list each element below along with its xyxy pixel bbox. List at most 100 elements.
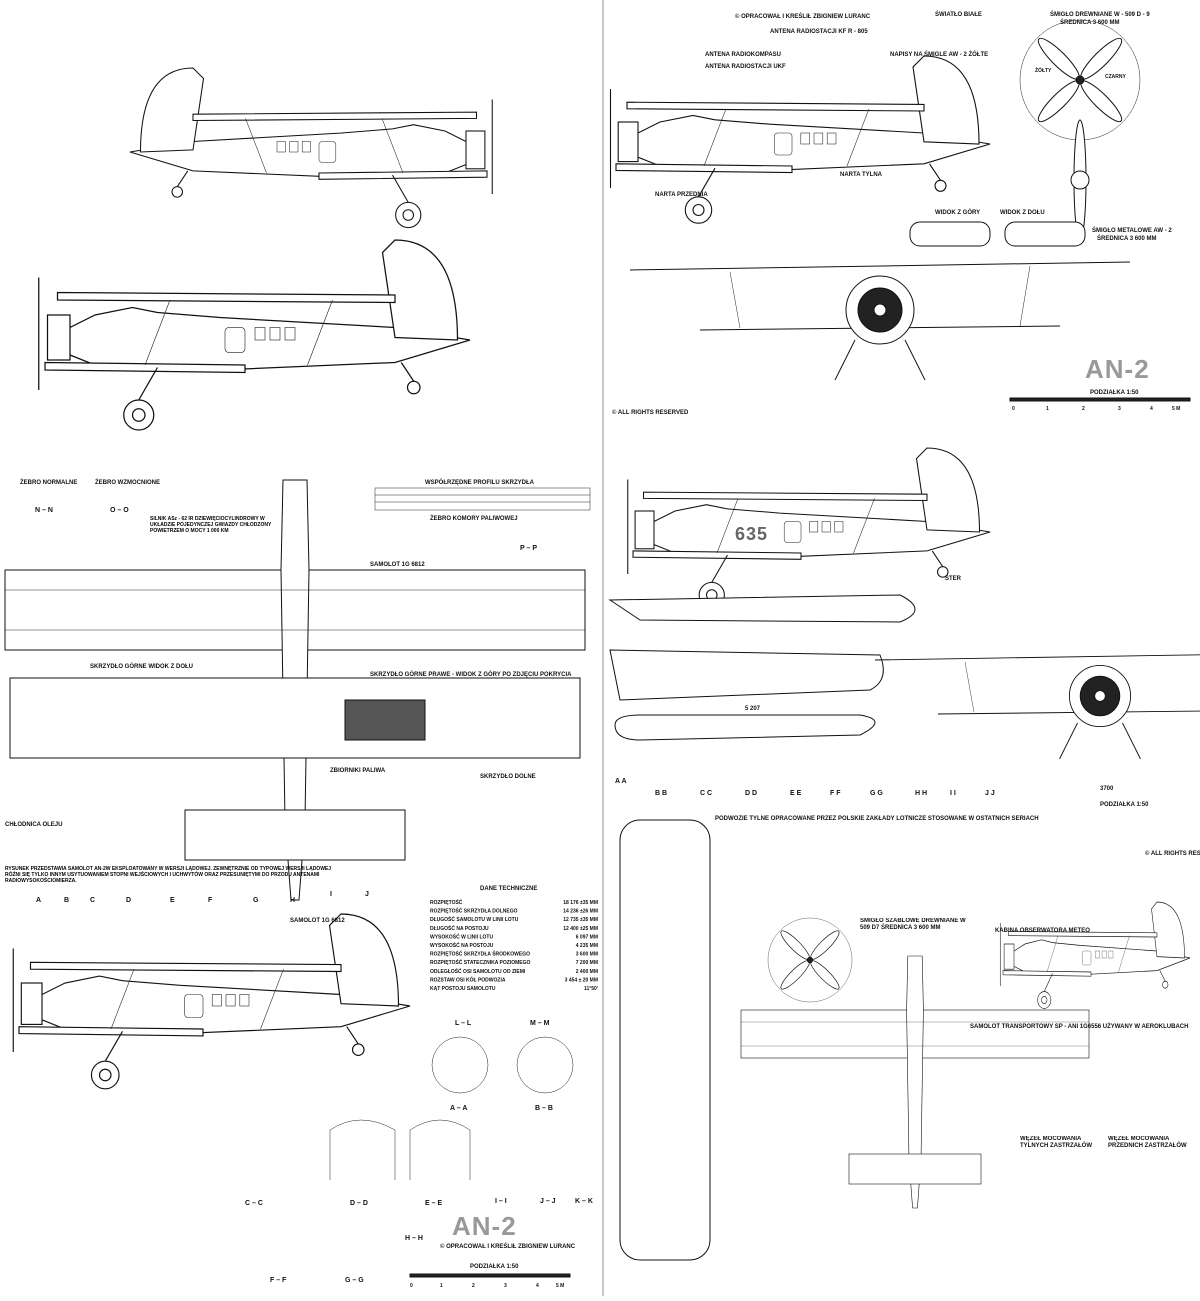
callout-aircraft-612-b: SAMOLOT 1G 6812 <box>290 918 345 924</box>
svg-text:F: F <box>208 897 213 904</box>
propeller-sabre <box>767 917 853 1003</box>
tech-data-table: DANE TECHNICZNE <box>480 886 537 892</box>
credit-bottom: © OPRACOWAŁ I KREŚLIŁ ZBIGNIEW LURANC <box>440 1243 576 1250</box>
svg-text:E: E <box>170 897 175 904</box>
svg-text:B: B <box>64 897 69 904</box>
svg-text:0: 0 <box>1012 406 1015 412</box>
tech-data-name: ROZPIĘTOŚĆ <box>430 898 463 906</box>
tech-data-name: DŁUGOŚĆ NA POSTOJU <box>430 924 489 932</box>
callout-upper-wing-view: SKRZYDŁO GÓRNE PRAWE - WIDOK Z GÓRY PO Z… <box>370 670 572 678</box>
callout-view-top: WIDOK Z GÓRY <box>935 208 980 216</box>
callout-ski-front: NARTA PRZEDNIA <box>655 192 708 198</box>
tech-data-value: 7 200 MM <box>576 960 598 966</box>
seaplane-code: 635 <box>735 524 768 544</box>
section-cc: C – C <box>245 1200 263 1207</box>
rights-mid-right: © ALL RIGHTS RESERVED <box>612 409 689 416</box>
wing-profile-heading: WSPÓŁRZĘDNE PROFILU SKRZYDŁA <box>425 478 535 486</box>
svg-text:G G: G G <box>870 790 883 797</box>
tech-data-rows: ROZPIĘTOŚĆ 18 176 ±35 MM ROZPIĘTOŚĆ SKRZYD… <box>430 898 598 992</box>
section-pp: P – P <box>520 545 537 552</box>
fuselage-bottom-view <box>619 819 711 1261</box>
callout-meteo: KABINA OBSERWATORA METEO <box>995 928 1090 934</box>
tech-data-name: ODLEGŁOŚĆ OSI SAMOLOTU OD ZIEMI <box>430 967 526 975</box>
section-ee-drawing <box>409 1119 471 1180</box>
callout-ski-rear: NARTA TYLNA <box>840 172 883 178</box>
svg-text:5 M: 5 M <box>1172 406 1180 412</box>
scale-label-top-right: PODZIAŁKA 1:50 <box>1090 390 1139 396</box>
section-bb: B – B <box>535 1105 553 1112</box>
callout-antenna-radiocompass: ANTENA RADIOKOMPASU <box>705 52 781 58</box>
svg-text:4: 4 <box>536 1283 539 1289</box>
float-section-labels: A A B B C C D D E E F F G G H H I I J J <box>615 778 995 797</box>
svg-text:H: H <box>290 897 295 904</box>
svg-text:G: G <box>253 897 259 904</box>
svg-text:2: 2 <box>1082 406 1085 412</box>
float-length: 5 207 <box>745 706 761 712</box>
tech-data-name: ROZSTAW OSI KÓŁ PODWOZIA <box>430 975 506 983</box>
float-version-front-view <box>874 652 1200 760</box>
svg-text:4: 4 <box>1150 406 1153 412</box>
float-side-lower <box>609 649 884 701</box>
title-bottom-left: AN-2 <box>452 1211 517 1241</box>
section-dd: D – D <box>350 1200 368 1207</box>
rights-bottom-right: © ALL RIGHTS RESERVED <box>1145 850 1200 857</box>
fuel-tank-area <box>344 699 426 741</box>
section-ee: E – E <box>425 1200 442 1207</box>
ski-version-side-view <box>609 55 991 224</box>
tech-data-value: 3 600 MM <box>576 952 598 958</box>
callout-engine: SILNIK ASz - 62 IR DZIEWIĘCIOCYLINDROWY … <box>150 516 272 534</box>
tech-data-name: DŁUGOŚĆ SAMOLOTU W LINII LOTU <box>430 915 519 923</box>
tech-data-name: KĄT POSTOJU SAMOLOTU <box>430 986 496 992</box>
float-side <box>608 594 916 623</box>
callout-rear-gear: PODWOZIE TYLNE OPRACOWANE PRZEZ POLSKIE … <box>715 816 1039 822</box>
callout-antenna-kf: ANTENA RADIOSTACJI KF R - 805 <box>770 29 868 35</box>
svg-text:1: 1 <box>440 1283 443 1289</box>
callout-transport: SAMOLOT TRANSPORTOWY SP - ANI 1G6556 UŻY… <box>970 1023 1188 1030</box>
scale-bar-bottom-left: 0 1 2 3 4 5 M <box>409 1273 571 1289</box>
svg-text:I I: I I <box>950 790 956 797</box>
wing-profile-table <box>374 487 591 511</box>
side-view-left <box>38 239 471 431</box>
tech-data-value: 4 235 MM <box>576 943 598 949</box>
section-gg: G – G <box>345 1277 364 1284</box>
propeller-metal-side <box>1070 119 1090 241</box>
svg-text:E E: E E <box>790 790 802 797</box>
section-aa-drawing <box>431 1036 489 1094</box>
callout-tail-mount: WĘZEŁ MOCOWANIA TYLNYCH ZASTRZAŁÓW <box>1020 1136 1092 1149</box>
title-top-right: AN-2 <box>1085 354 1150 384</box>
section-ll: L – L <box>455 1020 472 1027</box>
tech-data-value: 11°50' <box>584 986 598 992</box>
callout-lower-wing-view: SKRZYDŁO GÓRNE WIDOK Z DOŁU <box>90 662 193 670</box>
svg-text:2: 2 <box>472 1283 475 1289</box>
svg-text:5 M: 5 M <box>556 1283 564 1289</box>
ski-version-front-view <box>629 261 1131 381</box>
svg-text:C C: C C <box>700 790 712 797</box>
tech-data-value: 3 454 ± 20 MM <box>565 977 598 983</box>
lower-wing-bottom-view <box>9 677 581 759</box>
float-top <box>614 714 876 741</box>
svg-text:D D: D D <box>745 790 757 797</box>
label-fuel-rib: ŻEBRO KOMORY PALIWOWEJ <box>430 515 518 522</box>
callout-prop-wood-dia: ŚREDNICA 3 600 MM <box>1060 19 1119 26</box>
section-mm: M – M <box>530 1020 550 1027</box>
callout-prop-label: NAPISY NA ŚMIGLE AW - 2 ŻÓŁTE <box>890 50 988 58</box>
callout-prop-metal: ŚMIGŁO METALOWE AW - 2 <box>1092 227 1172 234</box>
ski-bottom-view <box>1004 221 1086 247</box>
tech-data-value: 6 097 MM <box>576 934 598 940</box>
tech-data-value: 12 400 ±25 MM <box>563 926 598 932</box>
label-rib-normal: ŻEBRO NORMALNE <box>20 479 77 486</box>
tech-data-value: 18 176 ±35 MM <box>563 900 598 906</box>
callout-fuel-tanks: ZBIORNIKI PALIWA <box>330 768 386 774</box>
callout-prop-sabre: ŚMIGŁO SZABLOWE DREWNIANE W 509 D7 ŚREDN… <box>860 918 966 931</box>
svg-text:J J: J J <box>985 790 995 797</box>
tech-data-name: ROZPIĘTOŚĆ SKRZYDŁA DOLNEGO <box>430 907 518 915</box>
callout-front-mount: WĘZEŁ MOCOWANIA PRZEDNICH ZASTRZAŁÓW <box>1108 1136 1187 1149</box>
scale-bar-top-right: 0 1 2 3 4 5 M <box>1009 397 1191 412</box>
svg-text:F F: F F <box>830 790 841 797</box>
section-aa: A – A <box>450 1105 467 1112</box>
svg-text:A: A <box>36 897 41 904</box>
ski-top-view <box>909 221 991 247</box>
svg-text:I: I <box>330 891 332 898</box>
side-view-transport <box>999 901 1191 1009</box>
